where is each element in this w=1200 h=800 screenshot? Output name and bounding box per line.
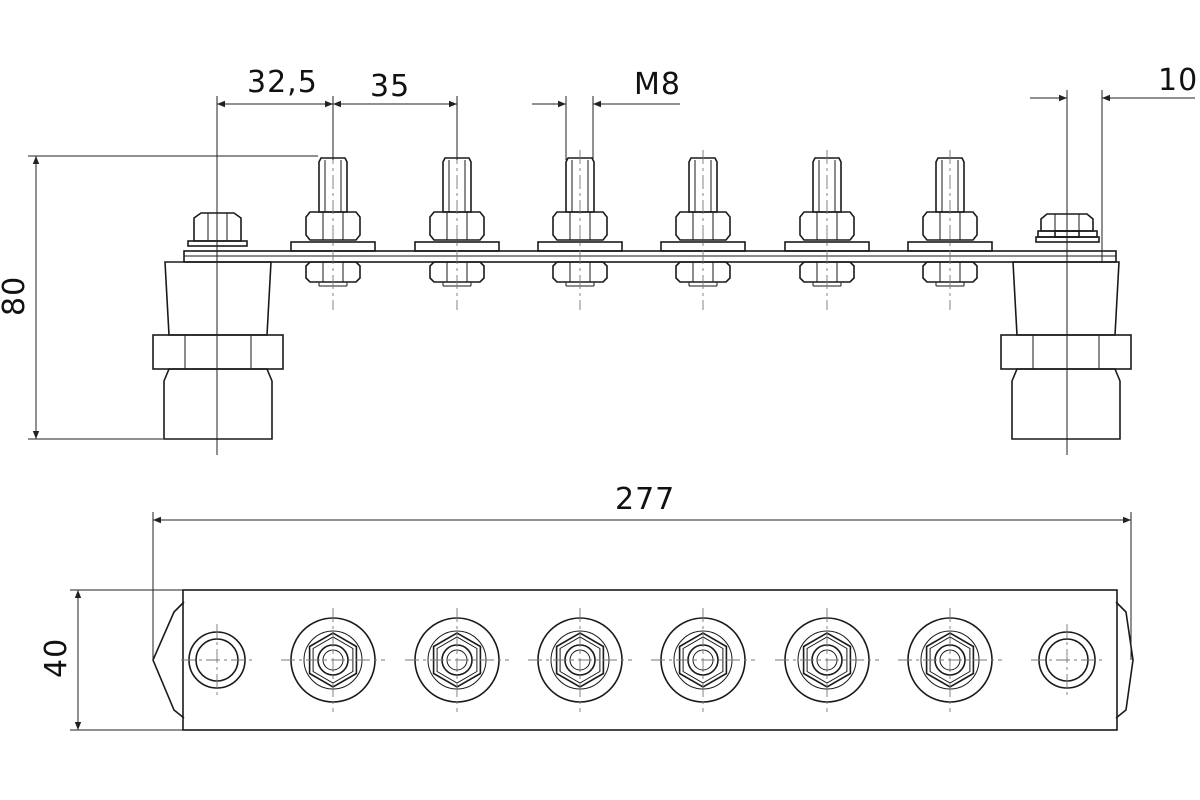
stud-3 [537,157,623,287]
terminal-studs [290,157,993,287]
dim-label-length: 277 [615,482,675,517]
insulator-right [1000,261,1132,440]
front-center-lines [216,150,1068,455]
dim-label-washer-offset: 10 [1158,63,1198,98]
insulator-tip-left [152,601,185,719]
top-view [152,589,1134,731]
front-view [152,150,1132,455]
stud-1 [290,157,376,287]
dim-label-pitch: 35 [370,69,410,104]
dim-label-pitch-first: 32,5 [247,65,318,100]
dimensions: 32,5 35 M8 10 80 277 40 [0,63,1198,731]
top-center-lines [181,608,1103,712]
insulator-tip-right [1115,601,1134,719]
dim-label-height: 80 [0,276,32,316]
dim-label-thread: M8 [634,67,681,102]
dim-label-width: 40 [39,638,74,678]
copper-bar [183,250,1117,263]
insulator-left [152,261,284,440]
